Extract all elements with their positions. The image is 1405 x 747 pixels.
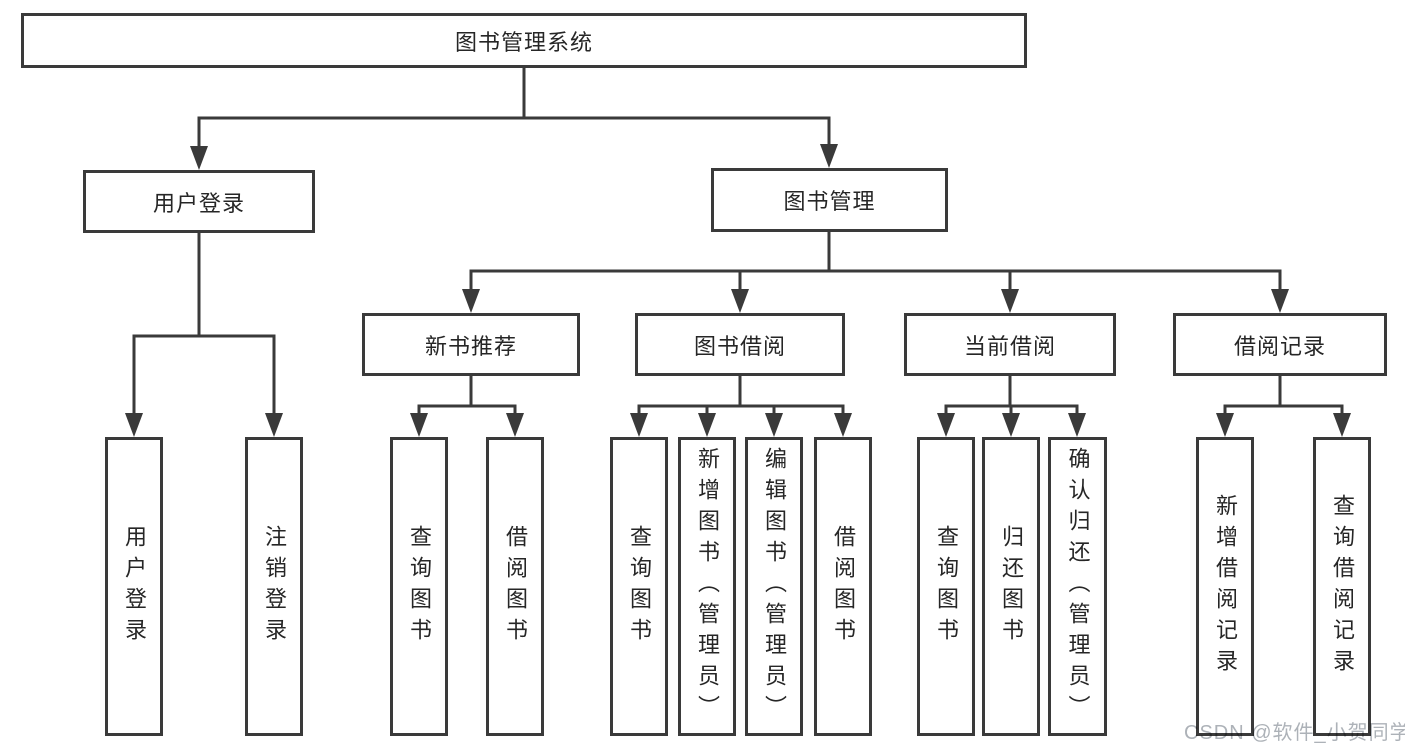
arrow-user-login [190,146,208,170]
leaf-query-books-borrow: 查询图书 [610,437,668,736]
node-user-login: 用户登录 [83,170,315,233]
leaf-add-borrow-record-label: 新增借阅记录 [1213,493,1238,680]
arrowheads [125,144,1351,437]
node-book-management-label: 图书管理 [783,189,876,214]
leaf-query-borrow-record-label: 查询借阅记录 [1330,493,1355,680]
leaf-borrow-books-label: 借阅图书 [831,524,856,649]
leaf-logout: 注销登录 [245,437,303,736]
leaf-query-books-borrow-label: 查询图书 [627,524,652,649]
leaf-borrow-books-recommend: 借阅图书 [486,437,544,736]
node-user-login-label: 用户登录 [152,190,245,216]
leaf-edit-book-admin: 编辑图书（管理员） [745,437,803,736]
leaf-confirm-return-admin: 确认归还（管理员） [1048,437,1107,736]
leaf-return-book: 归还图书 [982,437,1040,736]
leaf-borrow-books-recommend-label: 借阅图书 [503,524,528,649]
leaf-query-books-recommend-label: 查询图书 [407,524,432,649]
leaf-return-book-label: 归还图书 [999,524,1024,649]
node-book-borrow-label: 图书借阅 [693,333,786,359]
arrow-borrow-records [1271,289,1289,313]
node-root: 图书管理系统 [21,13,1027,68]
leaf-borrow-books: 借阅图书 [814,437,872,736]
node-book-management: 图书管理 [711,168,948,232]
leaf-query-borrow-record: 查询借阅记录 [1313,437,1371,736]
node-new-book-recommend-label: 新书推荐 [424,333,517,359]
leaf-logout-label: 注销登录 [262,524,287,649]
node-borrow-records-label: 借阅记录 [1233,333,1326,359]
leaf-edit-book-admin-label: 编辑图书（管理员） [762,447,787,726]
arrow-book-management [820,144,838,168]
leaf-add-borrow-record: 新增借阅记录 [1196,437,1254,736]
arrow-new-book [462,289,480,313]
leaf-confirm-return-admin-label: 确认归还（管理员） [1065,447,1091,726]
node-borrow-records: 借阅记录 [1173,313,1387,376]
arrow-current-borrow [1001,289,1019,313]
node-current-borrow: 当前借阅 [904,313,1116,376]
leaf-add-book-admin-label: 新增图书（管理员） [695,447,720,726]
leaf-add-book-admin: 新增图书（管理员） [678,437,736,736]
leaf-query-books-current: 查询图书 [917,437,975,736]
csdn-watermark: CSDN @软件_小贺同学 [1184,722,1405,744]
leaf-user-login-label: 用户登录 [122,524,147,649]
leaf-query-books-recommend: 查询图书 [390,437,448,736]
leaf-query-books-current-label: 查询图书 [934,524,959,649]
node-root-label: 图书管理系统 [454,29,593,55]
leaf-user-login: 用户登录 [105,437,163,736]
node-new-book-recommend: 新书推荐 [362,313,580,376]
arrow-book-borrow [731,289,749,313]
node-book-borrow: 图书借阅 [635,313,845,376]
node-current-borrow-label: 当前借阅 [963,333,1056,359]
